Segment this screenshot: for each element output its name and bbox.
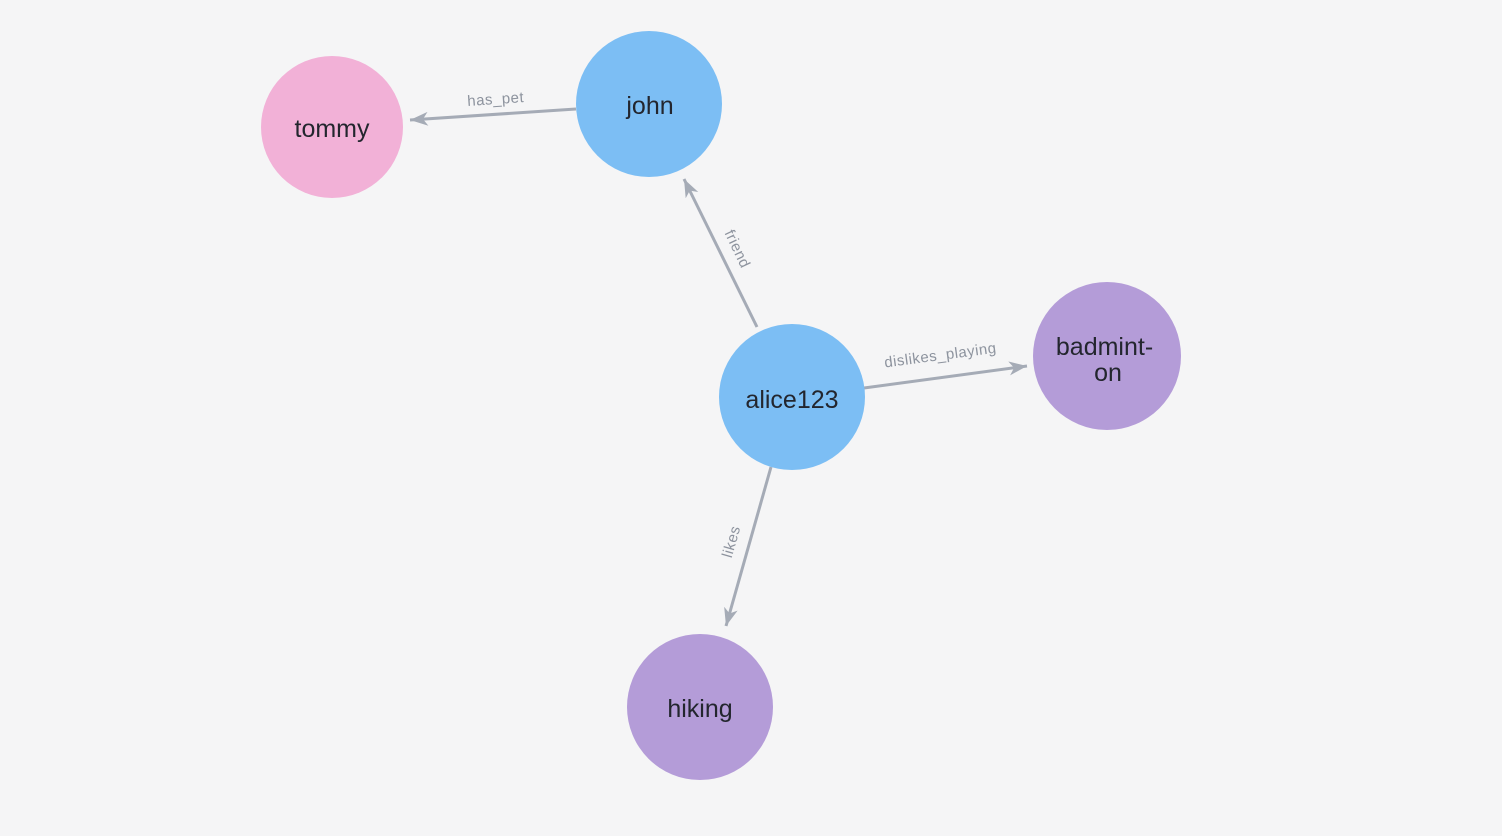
node-badminton[interactable]: badmint- on [1033, 282, 1181, 430]
node-tommy[interactable]: tommy [261, 56, 403, 198]
edge-label: dislikes_playing [883, 340, 997, 372]
edge-label: likes [719, 524, 744, 560]
node-circle [719, 324, 865, 470]
node-label: john [625, 92, 673, 120]
node-label-line: on [1094, 359, 1122, 387]
node-label: badmint- on [1056, 333, 1160, 387]
node-john[interactable]: john [576, 31, 722, 177]
edge-alice123-likes-hiking[interactable]: likes [719, 466, 773, 627]
edge-line [724, 466, 773, 627]
node-label: alice123 [745, 386, 838, 414]
node-hiking[interactable]: hiking [627, 634, 773, 780]
edge-line [682, 178, 759, 328]
node-label: tommy [295, 115, 371, 143]
node-alice123[interactable]: alice123 [719, 324, 865, 470]
node-circle [261, 56, 403, 198]
edge-john-has_pet-tommy[interactable]: has_pet [409, 89, 577, 126]
node-circle [627, 634, 773, 780]
edge-alice123-dislikes_playing-badminton[interactable]: dislikes_playing [863, 340, 1028, 390]
edge-alice123-friend-john[interactable]: friend [682, 178, 759, 328]
node-circle [1033, 282, 1181, 430]
edge-line [863, 361, 1028, 390]
edge-label: has_pet [467, 89, 525, 110]
edge-line [409, 107, 577, 126]
node-label: hiking [667, 695, 732, 723]
node-label-line: badmint- [1056, 333, 1153, 361]
node-circle [576, 31, 722, 177]
